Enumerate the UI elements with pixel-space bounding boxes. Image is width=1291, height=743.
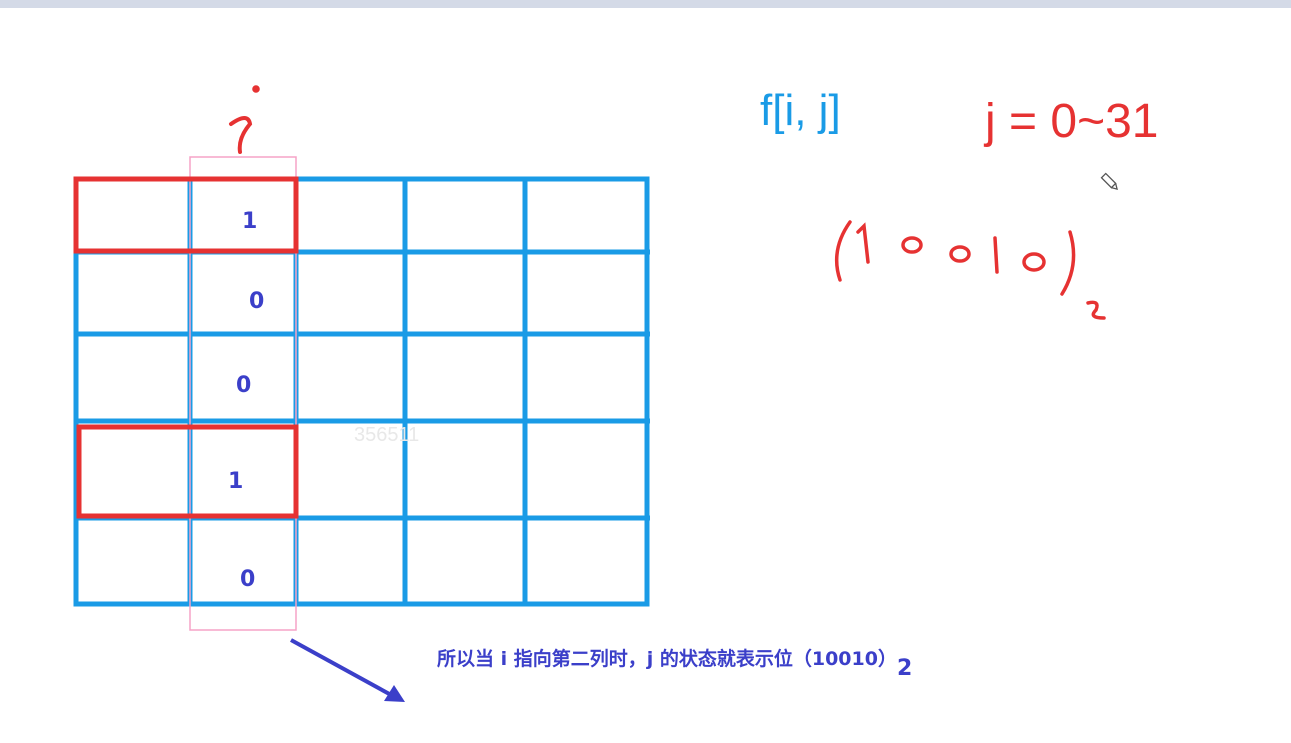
digit-0	[949, 245, 971, 263]
highlight-row-1	[73, 176, 299, 254]
i-marker	[229, 85, 260, 154]
explanation-caption: 所以当 i 指向第二列时，j 的状态就表示位（10010）2	[437, 644, 912, 681]
watermark-text: 356511	[354, 424, 419, 446]
highlight-row-4	[76, 424, 299, 519]
bit-cell-3: 0	[236, 373, 251, 398]
state-grid	[73, 176, 650, 607]
digit-1	[856, 222, 870, 264]
top-bar	[0, 0, 1291, 8]
digit-0	[1022, 252, 1046, 272]
digit-1	[993, 236, 999, 274]
caption-subscript: 2	[896, 656, 913, 681]
j-range-label: j = 0~31	[983, 95, 1158, 148]
bit-cell-5: 0	[240, 567, 255, 592]
bit-cell-4: 1	[228, 469, 243, 494]
caption-text: 所以当 i 指向第二列时，j 的状态就表示位（10010）	[437, 648, 897, 670]
pencil-icon	[1100, 172, 1118, 190]
right-paren	[1060, 230, 1076, 296]
binary-number-handwritten	[834, 220, 1106, 320]
selected-column-outline	[189, 156, 297, 631]
digit-0	[901, 236, 923, 254]
pointer-arrow	[290, 638, 405, 702]
base-subscript	[1086, 300, 1106, 320]
bit-cell-2: 0	[249, 289, 264, 314]
grid-border	[73, 176, 650, 607]
left-paren	[834, 220, 852, 282]
bit-cell-1: 1	[242, 209, 257, 234]
formula-label: f[i, j]	[760, 86, 841, 135]
